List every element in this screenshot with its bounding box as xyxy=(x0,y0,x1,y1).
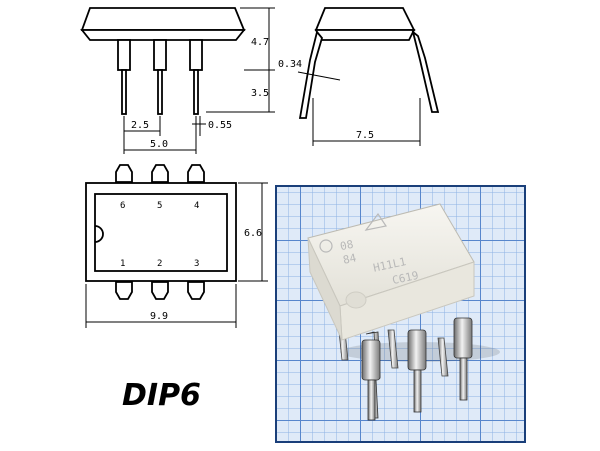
photo-frame xyxy=(275,185,526,443)
chip-marking-line4: C619 xyxy=(391,269,420,287)
pin-label-4: 4 xyxy=(194,201,199,211)
pin-label-2: 2 xyxy=(157,259,162,269)
chip-marking-line2: 84 xyxy=(342,251,358,267)
label-lead-thickness: 0.34 xyxy=(278,59,302,70)
side-view-front xyxy=(80,7,246,115)
dim-pitch xyxy=(123,116,206,154)
pin-label-5: 5 xyxy=(157,201,162,211)
package-title: DIP6 xyxy=(122,378,201,413)
component-photo: 08 84 H11L1 C619 xyxy=(276,186,525,442)
label-lead-width: 0.55 xyxy=(208,120,232,131)
dim-body-width-length xyxy=(85,182,268,328)
side-view-end xyxy=(298,7,440,119)
label-body-height: 4.7 xyxy=(251,37,269,48)
chip-marking-line1: 08 xyxy=(339,238,355,253)
label-pin-span: 5.0 xyxy=(150,139,168,150)
pin-label-3: 3 xyxy=(194,259,199,269)
pin-label-1: 1 xyxy=(120,259,125,269)
label-body-width: 6.6 xyxy=(244,228,262,239)
dim-row-spacing xyxy=(297,71,421,146)
chip-body xyxy=(307,203,475,341)
label-body-length: 9.9 xyxy=(150,311,168,322)
label-pin-pitch: 2.5 xyxy=(131,120,149,131)
pin-label-6: 6 xyxy=(120,201,125,211)
label-lead-length: 3.5 xyxy=(251,88,269,99)
label-row-spacing: 7.5 xyxy=(356,130,374,141)
top-view xyxy=(85,164,237,300)
chip-front-pins xyxy=(361,317,473,421)
dim-body-height xyxy=(206,7,275,113)
